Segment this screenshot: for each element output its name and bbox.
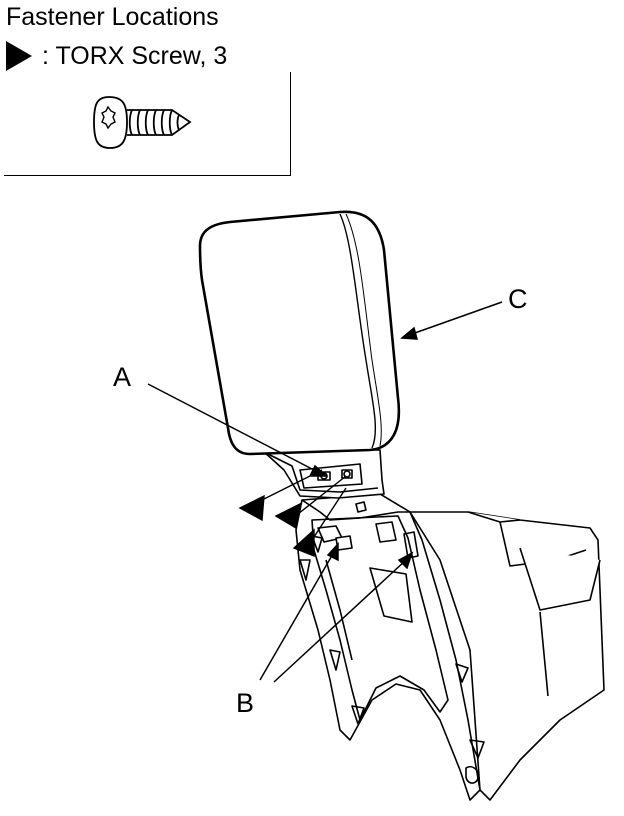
filled-triangle-arrow-icon [6, 41, 32, 71]
legend-box [4, 72, 291, 176]
callout-b: B [236, 688, 254, 718]
legend-screw-row: : TORX Screw, 3 [4, 40, 227, 72]
legend-title: Fastener Locations [6, 3, 219, 31]
callout-c: C [508, 284, 528, 314]
callout-a: A [113, 362, 131, 392]
screw-arrow-3-icon [292, 528, 315, 558]
torx-screw-icon [93, 96, 192, 149]
armrest-pad [198, 210, 401, 456]
console-body [295, 493, 605, 801]
screw-arrow-1-icon [238, 494, 265, 522]
legend-screw-label: : TORX Screw, 3 [42, 42, 228, 70]
screw-arrow-2-icon [274, 502, 301, 530]
leader-lines [147, 301, 503, 683]
